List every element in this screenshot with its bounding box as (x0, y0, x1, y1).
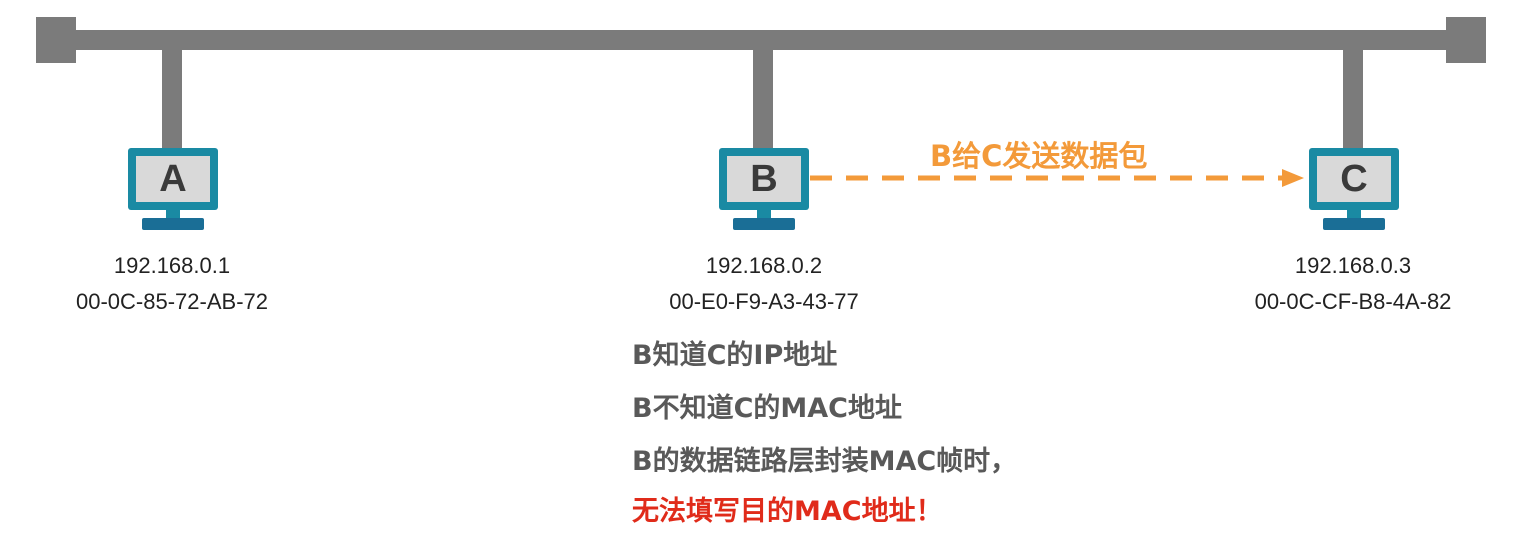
note-mac-unknown: B不知道C的MAC地址 (632, 393, 902, 424)
drop-line-b (753, 48, 773, 150)
note-cannot-fill-mac: 无法填写目的MAC地址！ (632, 496, 943, 527)
bus-terminator-left (36, 17, 76, 63)
host-c-computer-icon: C (1309, 148, 1399, 238)
monitor-screen: C (1309, 148, 1399, 210)
bus-terminator-right (1446, 17, 1486, 63)
host-c-address: 192.168.0.3 00-0C-CF-B8-4A-82 (1243, 248, 1463, 320)
host-b-computer-icon: B (719, 148, 809, 238)
host-a-mac: 00-0C-85-72-AB-72 (76, 289, 268, 314)
host-b-address: 192.168.0.2 00-E0-F9-A3-43-77 (654, 248, 874, 320)
host-a-address: 192.168.0.1 00-0C-85-72-AB-72 (62, 248, 282, 320)
host-c-ip: 192.168.0.3 (1294, 253, 1412, 278)
arrow-label: B给C发送数据包 (930, 139, 1148, 173)
monitor-screen: A (128, 148, 218, 210)
arrow-head-icon (1282, 169, 1304, 187)
monitor-stand (166, 210, 180, 220)
host-b-mac: 00-E0-F9-A3-43-77 (669, 289, 859, 314)
dashed-arrow-b-to-c (810, 169, 1304, 187)
host-c-mac: 00-0C-CF-B8-4A-82 (1254, 289, 1452, 314)
monitor-stand (757, 210, 771, 220)
host-b-letter: B (727, 156, 801, 202)
monitor-base (733, 218, 795, 230)
monitor-base (142, 218, 204, 230)
network-bus (60, 30, 1460, 50)
host-c-letter: C (1317, 156, 1391, 202)
monitor-base (1323, 218, 1385, 230)
host-a-computer-icon: A (128, 148, 218, 238)
host-a-letter: A (136, 156, 210, 202)
drop-line-a (162, 48, 182, 150)
host-b-ip: 192.168.0.2 (705, 253, 823, 278)
host-a-ip: 192.168.0.1 (113, 253, 231, 278)
note-frame-encapsulation: B的数据链路层封装MAC帧时， (632, 446, 1018, 477)
drop-line-c (1343, 48, 1363, 150)
note-ip-known: B知道C的IP地址 (632, 340, 838, 371)
monitor-stand (1347, 210, 1361, 220)
monitor-screen: B (719, 148, 809, 210)
